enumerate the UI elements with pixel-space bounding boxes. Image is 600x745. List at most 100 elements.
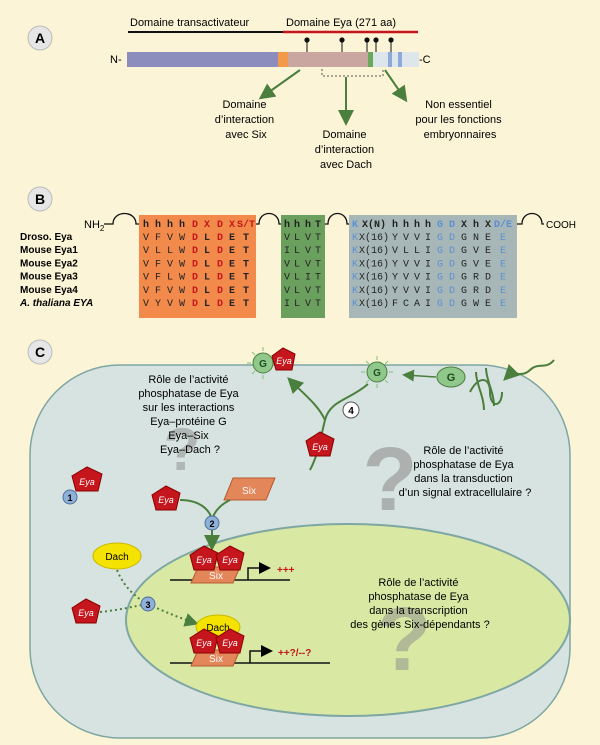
step-3-marker [140,596,156,612]
backbone-loop-3 [325,212,349,225]
backbone-loop-1 [104,212,139,225]
motif-3-residue: Y [392,259,398,270]
motif-2-header-residue: h [305,219,311,231]
motif-1-header-residue: S/T [237,219,255,231]
motif-1-residue: V [143,259,149,270]
step-3-label: 3 [145,600,150,610]
motif-3-residue: X(16) [359,285,389,297]
motif-1-residue: W [179,246,185,257]
motif-3-residue: K [352,233,358,244]
motif-3-residue: G [461,233,467,244]
arrow-import-3 [147,603,199,627]
motif-1-residue: E [229,286,235,297]
motif-3-residue: V [403,273,409,284]
motif-1-residue: V [143,273,149,284]
dach-interaction-bracket [321,69,384,77]
motif-3-residue: D [449,233,455,244]
motif-1-residue: W [179,299,185,310]
motif-1-header-residue: X [229,220,235,231]
motif-1-header-residue: h [155,219,161,231]
motif-3-header-residue: h [473,219,479,231]
svg-text:Eya: Eya [222,555,238,565]
motif-2-residue: V [305,259,311,270]
motif-1-residue: D [217,286,223,297]
dach-eya-six-dna-complex: Dach Six Eya Eya ++?/--? [170,614,330,667]
svg-text:Dach: Dach [206,623,229,634]
motif-1-residue: V [143,286,149,297]
eya-cytoplasm-3: Eya [71,598,101,624]
motif-2-header-residue: h [284,219,290,231]
motif-3-header-residue: X [485,220,491,231]
motif-3-residue: E [485,246,491,257]
motif-3-header-residue: X(N) [362,219,386,231]
question-interactions: Rôle de l’activité phosphatase de Eya su… [138,374,241,456]
motif-2-residue: I [305,273,311,284]
motif-1-residue: L [204,259,210,270]
motif-3-residue: G [461,246,467,257]
step-1-label: 1 [67,493,72,503]
question-mark-icon: ? [363,430,418,530]
motif-2-residue: V [305,299,311,310]
svg-text:Eya: Eya [196,638,212,648]
panel-c-label: C [35,344,45,360]
arrow-g-release [402,369,437,382]
motif-1-header-residue: D [192,220,198,231]
motif-3-residue: K [352,273,358,284]
step-2-label: 2 [209,519,214,529]
motif-3-residue: L [414,246,420,257]
motif-3-header-residue: K [352,220,358,231]
motif-3-residue: G [461,273,467,284]
arrow-to-g-eya [287,377,326,421]
motif-1-residue: L [204,273,210,284]
motif-1-residue: V [167,233,173,244]
motif-1-residue: L [155,246,161,257]
motif-3-residue: R [473,286,479,297]
eya-domain-title: Domaine Eya (271 aa) [286,17,396,29]
eya-cytoplasm-2: Eya [151,485,181,511]
backbone-loop-2 [256,212,281,225]
svg-text:Six: Six [209,571,223,582]
motif-1-residue: F [155,233,161,244]
motif-3-residue: V [473,246,479,257]
species-label: Mouse Eya2 [20,258,78,269]
motif-1-header-residue: h [179,219,185,231]
motif-3-residue: G [437,273,443,284]
motif-3-residue: X(16) [359,232,389,244]
transcription-start-arrow-1 [247,562,271,580]
motif-2-residue: V [284,286,290,297]
uncertain-effect-label: ++?/--? [278,648,311,659]
svg-text:Six: Six [209,654,223,665]
g-protein-membrane [436,366,466,388]
motif-2-residue: V [305,246,311,257]
species-label: Droso. Eya [20,232,73,243]
panel-b-badge [27,186,53,212]
motif-3-residue: X(16) [359,258,389,270]
motif-3-residue: X(16) [359,298,389,310]
protein-green-segment [368,52,373,67]
svg-text:Eya: Eya [312,442,328,452]
motif-2-residue: L [294,246,300,257]
protein-cterm-segment [373,52,419,67]
protein-blue-stripe [388,52,392,67]
motif-3-header-residue: G [437,220,443,231]
svg-text:G: G [373,368,381,379]
motif-1-residue: V [167,286,173,297]
motif-2-residue: T [315,259,321,270]
n-terminus-label: N- [110,54,122,66]
g-protein-eya-complex: G Eya [247,347,296,379]
motif-1-residue: W [179,273,185,284]
motif-1-residue: E [229,273,235,284]
species-label: Mouse Eya4 [20,285,78,296]
step-1-marker [62,489,78,505]
motif-3-residue: W [473,299,479,310]
arrow-nonessential [384,69,408,103]
svg-text:Eya: Eya [158,495,174,505]
motif-1-residue: E [229,233,235,244]
activation-label: +++ [277,565,295,576]
step-4-label: 4 [348,406,354,417]
backbone-loop-4 [517,212,544,225]
protein-transactivator-segment [127,52,278,67]
motif-3-residue: E [500,286,506,297]
